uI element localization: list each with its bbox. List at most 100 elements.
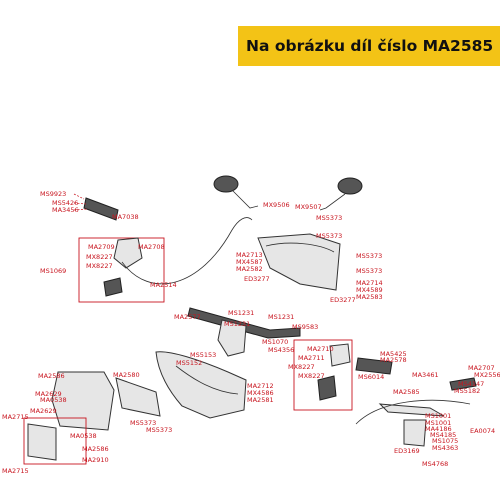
part-label-ed3169: ED3169 bbox=[394, 447, 420, 455]
handlebar-clamp bbox=[217, 319, 247, 357]
brake-lever bbox=[378, 403, 445, 417]
brake-hose bbox=[355, 399, 471, 425]
part-label-ms1231c: MS1231 bbox=[224, 320, 251, 328]
part-label-ma2582: MA2582 bbox=[236, 265, 263, 273]
part-label-mx4586: MX4586 bbox=[247, 389, 274, 397]
part-label-ma2629: MA2629 bbox=[35, 390, 62, 398]
part-label-ma2714: MA2714 bbox=[356, 279, 383, 287]
part-label-ms5153: MS5153 bbox=[190, 351, 217, 359]
bar-end-weight bbox=[449, 377, 477, 391]
part-label-ma7038: MA7038 bbox=[112, 213, 139, 221]
right-grip bbox=[355, 357, 393, 375]
part-label-ma2578: MA2578 bbox=[380, 356, 407, 364]
brake-master-cylinder bbox=[403, 419, 427, 447]
part-label-ma2586: MA2586 bbox=[38, 372, 65, 380]
part-label-ms5182: MS5182 bbox=[454, 387, 481, 395]
part-label-ma2711: MA2711 bbox=[298, 354, 325, 362]
mount-group-box bbox=[23, 417, 87, 465]
part-label-ma2583: MA2583 bbox=[356, 293, 383, 301]
left-mirror bbox=[213, 175, 239, 193]
part-label-ma0538b: MA0538 bbox=[70, 432, 97, 440]
part-label-ms1075: MS1075 bbox=[432, 437, 459, 445]
part-label-ma3456: MA3456 bbox=[52, 206, 79, 214]
part-label-ma2514: MA2514 bbox=[150, 281, 177, 289]
part-label-mx8227b: MX8227 bbox=[86, 262, 113, 270]
part-label-ms5152: MS5152 bbox=[176, 359, 203, 367]
leader-line bbox=[73, 193, 85, 200]
part-label-mx9507: MX9507 bbox=[295, 203, 322, 211]
part-label-ea0074: EA0074 bbox=[470, 427, 496, 435]
leader-line bbox=[73, 208, 89, 211]
part-label-ma3461: MA3461 bbox=[412, 371, 439, 379]
part-label-ms5426: MS5426 bbox=[52, 199, 79, 207]
part-label-ms1001a: MS1001 bbox=[425, 412, 452, 420]
part-label-ma2712: MA2712 bbox=[247, 382, 274, 390]
throttle-cable bbox=[121, 217, 253, 285]
right-switch-group-box bbox=[293, 339, 353, 411]
part-label-ms9923: MS9923 bbox=[40, 190, 67, 198]
part-number-banner: Na obrázku díl číslo MA2585 bbox=[238, 26, 500, 66]
right-switch-housing bbox=[329, 343, 351, 367]
part-label-ed3277a: ED3277 bbox=[244, 275, 270, 283]
windshield-bracket bbox=[115, 377, 161, 417]
part-label-ms4356: MS4356 bbox=[268, 346, 295, 354]
windshield bbox=[51, 371, 115, 431]
part-label-ma2710: MA2710 bbox=[307, 345, 334, 353]
part-label-ma2577: MA2577 bbox=[174, 313, 201, 321]
part-label-mx4587: MX4587 bbox=[236, 258, 263, 266]
part-label-ms1001b: MS1001 bbox=[425, 419, 452, 427]
part-label-ma2708: MA2708 bbox=[138, 243, 165, 251]
part-label-ms4363: MS4363 bbox=[432, 444, 459, 452]
part-label-mx2556: MX2556 bbox=[474, 371, 500, 379]
part-label-ms4768: MS4768 bbox=[422, 460, 449, 468]
part-label-mx8227d: MX8227 bbox=[298, 372, 325, 380]
right-mirror bbox=[337, 177, 363, 195]
part-label-ed3277b: ED3277 bbox=[330, 296, 356, 304]
part-label-ma5425: MA5425 bbox=[380, 350, 407, 358]
part-label-mx8227c: MX8227 bbox=[288, 363, 315, 371]
part-label-ma2585: MA2585 bbox=[393, 388, 420, 396]
part-label-ma2715a: MA2715 bbox=[2, 413, 29, 421]
part-label-ma2715b: MA2715 bbox=[2, 467, 29, 475]
part-label-ma2709: MA2709 bbox=[88, 243, 115, 251]
part-label-ms1231a: MS1231 bbox=[228, 309, 255, 317]
part-label-mx8227a: MX8227 bbox=[86, 253, 113, 261]
right-switch-cover bbox=[317, 375, 337, 401]
part-label-ms4147: MS4147 bbox=[458, 380, 485, 388]
part-label-ma2707: MA2707 bbox=[468, 364, 495, 372]
part-label-ma2581: MA2581 bbox=[247, 396, 274, 404]
part-label-ma0538a: MA0538 bbox=[40, 396, 67, 404]
part-label-ma2580: MA2580 bbox=[113, 371, 140, 379]
handlebar-tube bbox=[187, 307, 301, 339]
part-label-ms9583: MS9583 bbox=[292, 323, 319, 331]
part-label-ma4186: MA4186 bbox=[425, 425, 452, 433]
part-label-ms1069: MS1069 bbox=[40, 267, 67, 275]
switch-group-box bbox=[78, 237, 165, 303]
part-label-ms6014: MS6014 bbox=[358, 373, 385, 381]
banner-title: Na obrázku díl číslo MA2585 bbox=[246, 37, 494, 55]
part-label-mx9506: MX9506 bbox=[263, 201, 290, 209]
lower-cover-edge bbox=[175, 365, 239, 395]
left-switch-housing bbox=[113, 237, 143, 269]
part-label-ma2629b: MA2629 bbox=[30, 407, 57, 415]
part-label-ms5373e: MS5373 bbox=[130, 419, 157, 427]
part-label-ma2910: MA2910 bbox=[82, 456, 109, 464]
part-label-ms4185: MS4185 bbox=[430, 431, 457, 439]
upper-handlebar-cover bbox=[257, 233, 341, 291]
cover-edge bbox=[265, 242, 335, 253]
left-mirror-arm bbox=[231, 189, 259, 209]
part-label-ms5373a: MS5373 bbox=[316, 214, 343, 222]
part-label-ms5373c: MS5373 bbox=[356, 252, 383, 260]
part-label-mx4589: MX4589 bbox=[356, 286, 383, 294]
part-label-ms1070: MS1070 bbox=[262, 338, 289, 346]
windshield-mount bbox=[27, 423, 57, 461]
part-label-ms5373f: MS5373 bbox=[146, 426, 173, 434]
part-label-ma2713: MA2713 bbox=[236, 251, 263, 259]
part-label-ma2586b: MA2586 bbox=[82, 445, 109, 453]
right-mirror-arm bbox=[319, 193, 346, 211]
part-label-ms5373b: MS5373 bbox=[316, 232, 343, 240]
left-grip bbox=[83, 197, 119, 221]
left-switch-cover bbox=[103, 277, 123, 297]
